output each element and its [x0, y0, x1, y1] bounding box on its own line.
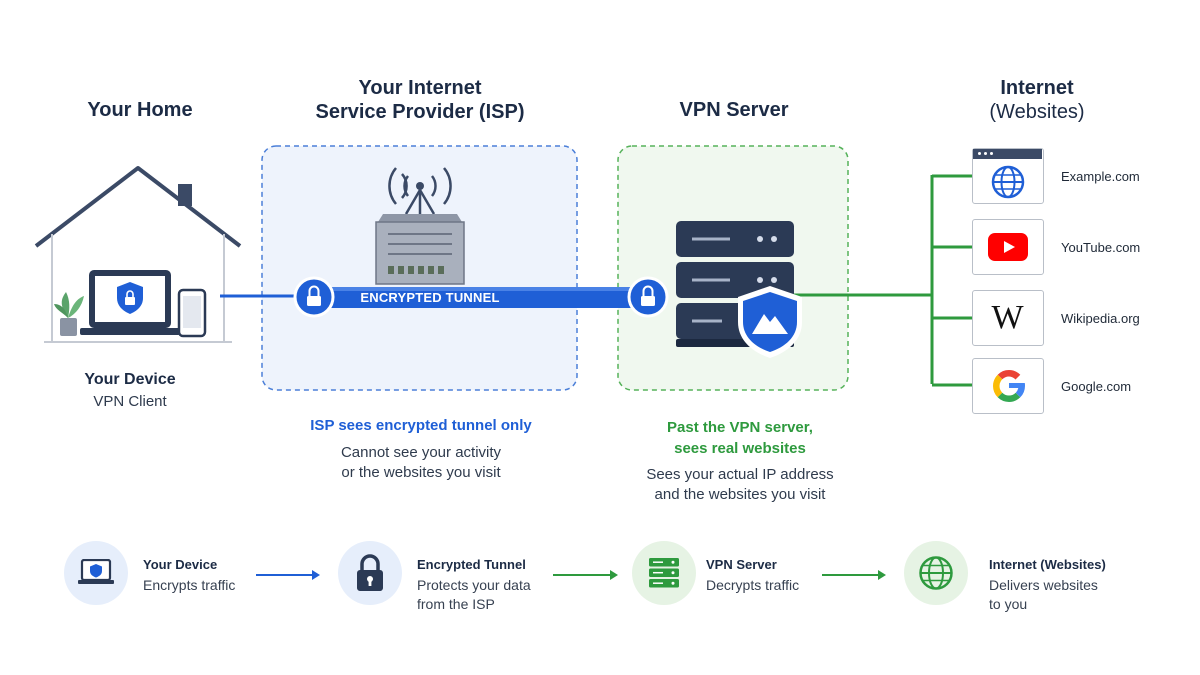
google-icon: [993, 370, 1026, 402]
vpn-note-title-1: Past the VPN server,: [667, 419, 813, 436]
site-label-wikipedia[interactable]: Wikipedia.org: [1061, 311, 1140, 326]
site-label-example[interactable]: Example.com: [1061, 169, 1140, 184]
site-box-youtube[interactable]: [972, 219, 1044, 275]
site-box-wikipedia[interactable]: W: [972, 290, 1044, 346]
step-device-title: Your Device: [143, 557, 218, 572]
step-internet-title: Internet (Websites): [989, 557, 1106, 572]
step-vpn-desc: Decrypts traffic: [706, 577, 800, 593]
column-heading-vpn: VPN Server: [679, 99, 789, 121]
youtube-icon: [988, 233, 1028, 261]
column-heading-internet: Internet: [1000, 77, 1074, 99]
tunnel-lock-right-icon: [627, 276, 669, 318]
isp-tower-icon: [388, 167, 452, 215]
arrow-right-icon: [256, 570, 320, 580]
step-internet-circle: [904, 541, 968, 605]
encrypted-tunnel-bar: [322, 287, 640, 308]
globe-icon: [991, 165, 1025, 199]
step-tunnel-desc2: from the ISP: [417, 596, 495, 612]
step-vpn-title: VPN Server: [706, 557, 777, 572]
isp-note-line2: or the websites you visit: [341, 464, 501, 481]
column-heading-isp: Your Internet Service Provider (ISP): [315, 77, 525, 123]
arrow-right-icon: [553, 570, 618, 580]
isp-note-line1: Cannot see your activity: [340, 444, 502, 461]
wikipedia-icon: W: [991, 299, 1024, 336]
house-icon: [34, 166, 242, 343]
site-label-google[interactable]: Google.com: [1061, 379, 1132, 394]
step-vpn-circle: [632, 541, 696, 605]
site-box-google[interactable]: [972, 358, 1044, 414]
site-label-youtube[interactable]: YouTube.com: [1061, 240, 1141, 255]
tunnel-lock-left-icon: [293, 276, 335, 318]
arrow-right-icon: [822, 570, 886, 580]
laptop-shield-icon: [117, 282, 143, 314]
step-internet-desc1: Delivers websites: [989, 577, 1098, 593]
vpn-note-title-2: sees real websites: [674, 440, 806, 457]
globe-icon: [919, 556, 953, 590]
laptop-shield-icon: [78, 559, 114, 584]
device-subtitle: VPN Client: [93, 393, 167, 410]
step-tunnel-circle: [338, 541, 402, 605]
step-internet-desc2: to you: [989, 596, 1028, 612]
padlock-icon: [357, 554, 383, 591]
step-device-circle: [64, 541, 128, 605]
vpn-note-line2: and the websites you visit: [654, 486, 826, 503]
column-heading-home: Your Home: [87, 99, 193, 121]
step-tunnel-desc1: Protects your data: [417, 577, 531, 593]
server-icon: [649, 558, 679, 588]
isp-note-title: ISP sees encrypted tunnel only: [310, 417, 532, 434]
step-device-desc: Encrypts traffic: [143, 577, 236, 593]
step-tunnel-title: Encrypted Tunnel: [417, 557, 526, 572]
step-arrows: [256, 570, 886, 580]
vpn-shield-icon: [738, 286, 802, 358]
tunnel-label: ENCRYPTED TUNNEL: [360, 290, 500, 305]
plant-icon: [54, 292, 84, 336]
vpn-note-line1: Sees your actual IP address: [646, 466, 834, 483]
site-box-example[interactable]: [972, 148, 1044, 204]
column-heading-internet-sub: (Websites): [989, 101, 1085, 123]
phone-icon: [177, 288, 207, 338]
device-title: Your Device: [84, 371, 176, 388]
isp-router-icon: [375, 214, 465, 285]
